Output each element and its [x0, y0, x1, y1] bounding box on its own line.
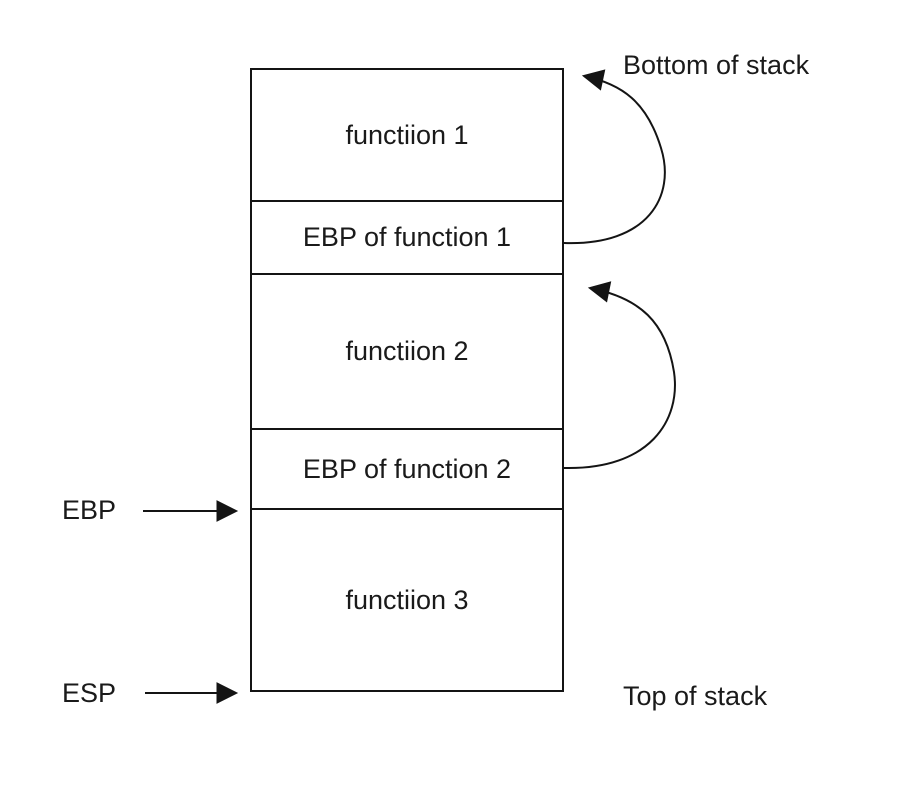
- bottom-of-stack-label: Bottom of stack: [623, 50, 810, 80]
- stack-box: functiion 1 EBP of function 1 functiion …: [250, 68, 564, 692]
- saved-ebp-arc1-icon: [563, 69, 666, 245]
- stack-frame-label: functiion 1: [345, 119, 469, 150]
- stack-frame-function3: functiion 3: [252, 510, 562, 690]
- stack-frame-label: functiion 3: [345, 584, 469, 615]
- stack-frame-function1: functiion 1: [252, 70, 562, 202]
- top-of-stack-label: Top of stack: [623, 681, 768, 711]
- stack-frame-function2: functiion 2: [252, 275, 562, 430]
- stack-frame-saved-ebp1: EBP of function 1: [252, 202, 562, 275]
- stack-frame-label: EBP of function 1: [302, 222, 512, 252]
- stack-frame-label: EBP of function 2: [302, 453, 512, 484]
- esp-register-label: ESP: [62, 678, 117, 708]
- saved-ebp-arc2-icon: [563, 281, 676, 470]
- ebp-register-label: EBP: [62, 495, 117, 525]
- stack-frame-saved-ebp2: EBP of function 2: [252, 430, 562, 510]
- stack-frame-label: functiion 2: [345, 336, 469, 366]
